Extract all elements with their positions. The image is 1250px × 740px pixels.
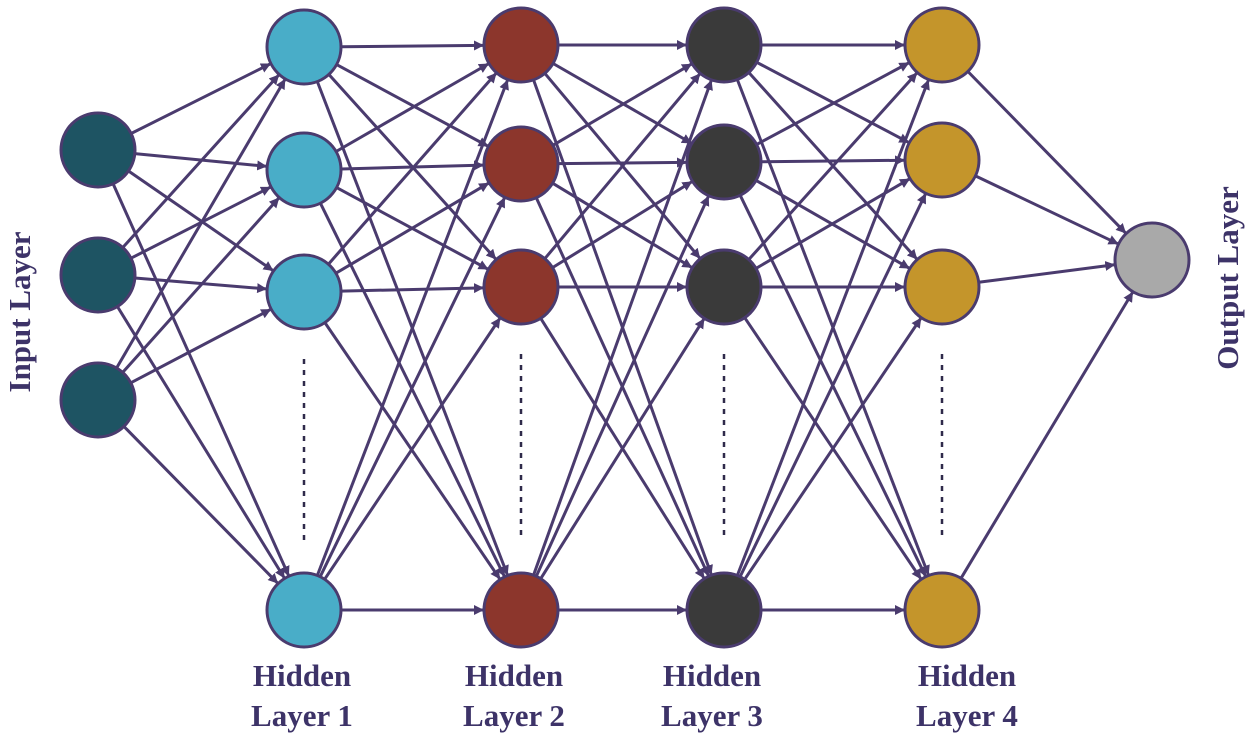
edge-l0-n2-to-l1-n3: [122, 425, 279, 584]
edge-l4-n1-to-l5-n0: [974, 174, 1119, 246]
input-layer-0-node-0: [59, 111, 137, 189]
edge-l2-n3-to-l3-n2: [539, 318, 706, 580]
edge-l4-n0-to-l5-n0: [966, 70, 1127, 234]
edge-l0-n2-to-l1-n2: [130, 308, 272, 385]
hidden-layer-1-label-line1: Hidden: [253, 658, 351, 693]
edge-l4-n3-to-l5-n0: [959, 291, 1134, 580]
hidden-layer-2-node-1: [482, 125, 560, 203]
edge-l0-n1-to-l1-n3: [116, 305, 286, 579]
hidden-layer-4-node-2: [903, 248, 981, 326]
edge-l4-n2-to-l5-n0: [978, 260, 1116, 284]
edge-l3-n1-to-l4-n0: [755, 61, 910, 146]
hidden-layer-2-node-0: [482, 6, 560, 84]
edge-l0-n2-to-l1-n1: [121, 197, 280, 374]
input-layer-0-node-2: [59, 361, 137, 439]
input-layer-label: Input Layer: [2, 231, 37, 392]
edge-l1-n3-to-l2-n2: [323, 317, 502, 581]
output-layer-5-node-0: [1113, 221, 1191, 299]
connection-edges: [111, 40, 1134, 615]
edge-l0-n0-to-l1-n3: [111, 183, 290, 577]
edge-l2-n3-to-l3-n0: [532, 79, 713, 576]
hidden-layer-3-node-1: [685, 123, 763, 201]
edge-l1-n3-to-l2-n0: [315, 79, 509, 577]
hidden-layer-4-label-line1: Hidden: [918, 658, 1016, 693]
hidden-layer-4-node-0: [903, 6, 981, 84]
hidden-layer-1-node-1: [265, 131, 343, 209]
edge-l3-n3-to-l4-n1: [738, 193, 927, 578]
hidden-layer-4-node-3: [903, 571, 981, 649]
hidden-layer-1-label-line2: Layer 1: [251, 698, 353, 733]
edge-l3-n2-to-l4-n0: [747, 72, 918, 261]
hidden-layer-1-node-3: [265, 571, 343, 649]
edge-l0-n0-to-l1-n2: [127, 169, 274, 272]
edge-l2-n1-to-l3-n0: [552, 62, 693, 147]
hidden-layer-2-label-line2: Layer 2: [463, 698, 565, 733]
node-group: [59, 6, 1191, 649]
edge-l2-n2-to-l3-n0: [543, 73, 701, 260]
hidden-layer-2-label-line1: Hidden: [465, 658, 563, 693]
hidden-layer-4-label-line2: Layer 4: [916, 698, 1018, 733]
hidden-layer-3-label-line1: Hidden: [663, 658, 761, 693]
hidden-layer-3-node-3: [685, 571, 763, 649]
edge-l3-n3-to-l4-n0: [735, 79, 930, 577]
hidden-layer-4-node-1: [903, 121, 981, 199]
edge-l1-n0-to-l2-n1: [335, 63, 489, 148]
edge-l2-n1-to-l3-n1: [557, 157, 687, 168]
edge-l0-n2-to-l1-n0: [115, 78, 287, 369]
layer-ellipsis-group: [302, 354, 944, 541]
edge-l1-n1-to-l2-n0: [335, 62, 489, 153]
edge-l3-n1-to-l4-n1: [760, 155, 905, 166]
edge-l1-n2-to-l2-n0: [327, 72, 498, 266]
hidden-layer-2-node-3: [482, 571, 560, 649]
hidden-layer-3-node-2: [685, 248, 763, 326]
edge-l3-n3-to-l4-n2: [743, 317, 922, 581]
hidden-layer-1-node-0: [265, 8, 343, 86]
edge-l1-n3-to-l2-n1: [318, 197, 506, 578]
hidden-layer-1-node-2: [265, 253, 343, 331]
hidden-layer-2-node-2: [482, 248, 560, 326]
input-layer-0-node-1: [59, 236, 137, 314]
edge-l0-n0-to-l1-n0: [130, 62, 271, 135]
edge-l2-n3-to-l3-n1: [534, 195, 710, 577]
hidden-layer-3-label-line2: Layer 3: [661, 698, 763, 733]
edge-l0-n1-to-l1-n0: [121, 74, 280, 249]
edge-l1-n0-to-l2-n0: [340, 40, 484, 51]
output-layer-label: Output Layer: [1210, 186, 1245, 370]
hidden-layer-3-node-0: [685, 6, 763, 84]
